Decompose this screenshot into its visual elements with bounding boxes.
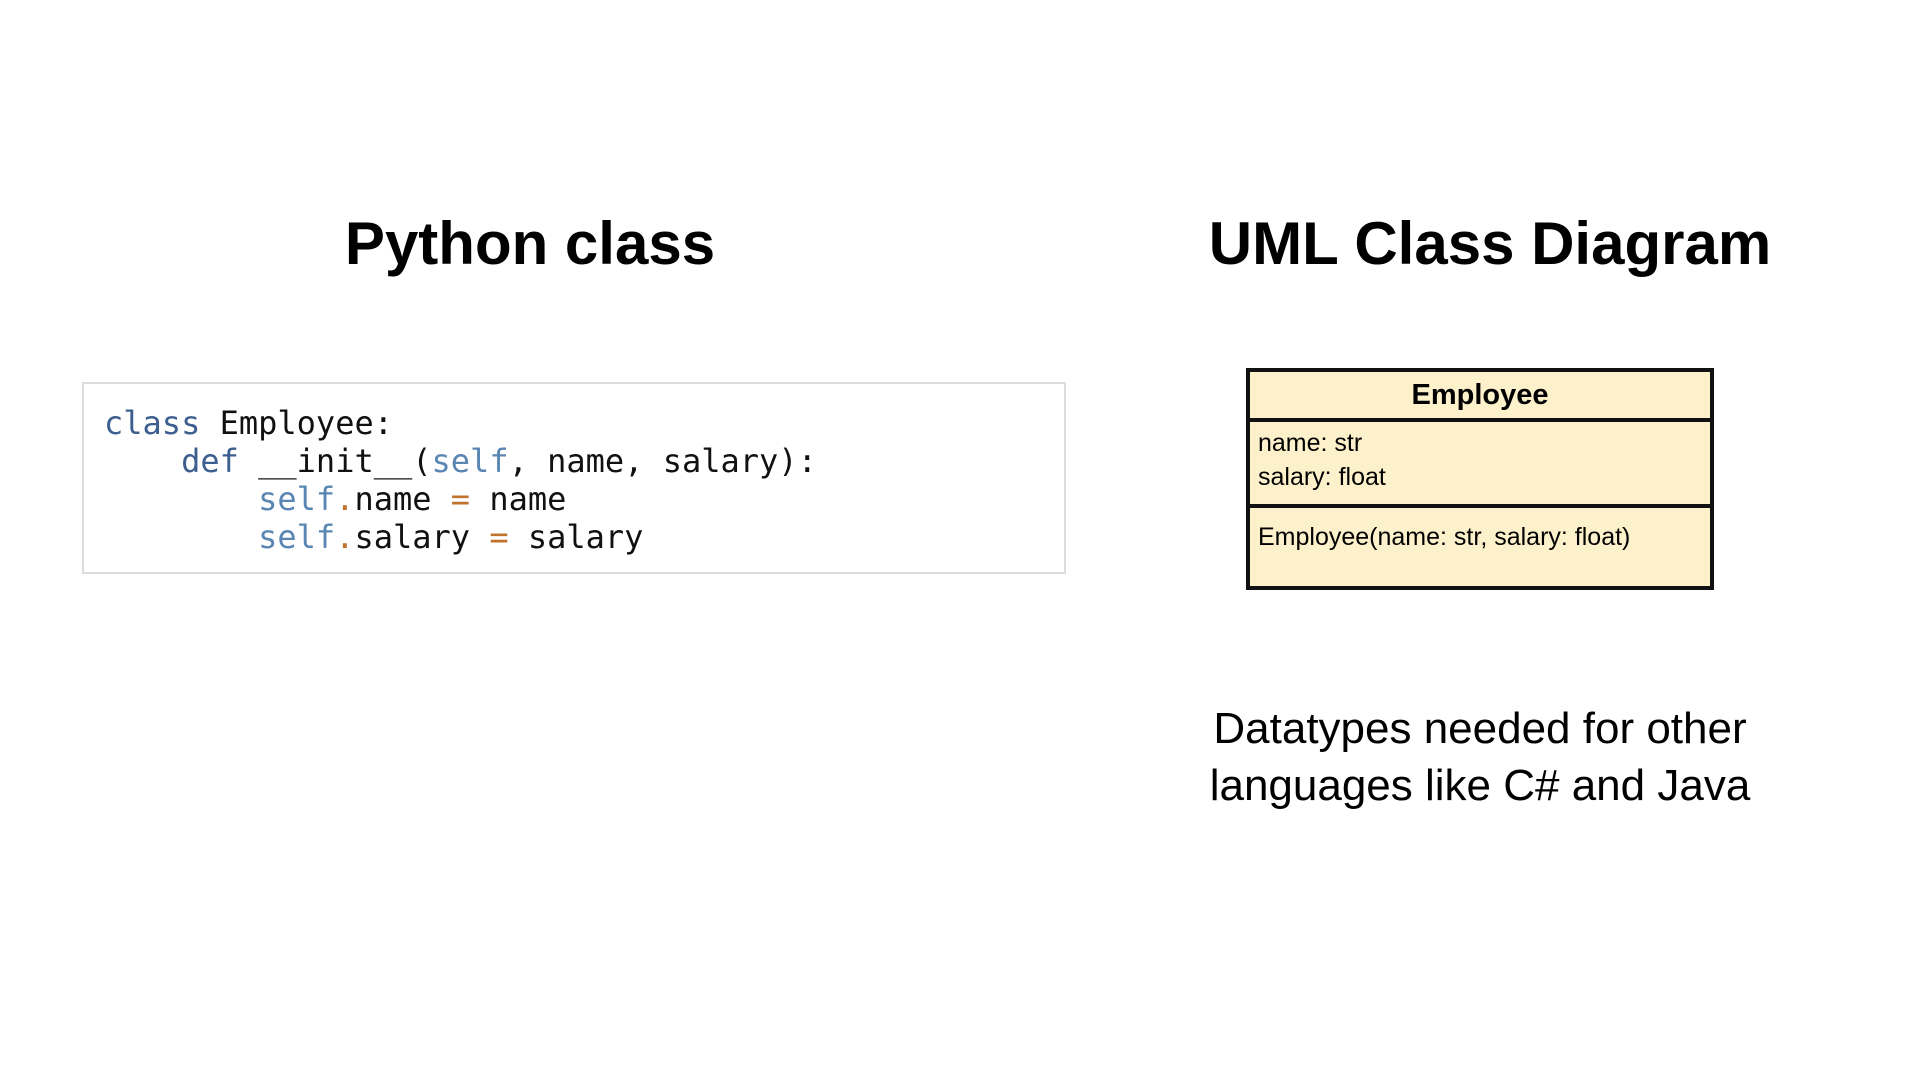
code-token: def [181,442,239,480]
code-token: Employee: [200,404,393,442]
code-token: = [450,480,471,518]
uml-class-box: Employee name: str salary: float Employe… [1246,368,1714,590]
code-token: class [104,404,201,442]
code-token [104,480,258,518]
code-token: salary [508,518,644,556]
code-token: __init__( [238,442,432,480]
code-token: self [431,442,509,480]
uml-class-name: Employee [1250,372,1710,422]
code-token: name [354,480,451,518]
datatypes-note: Datatypes needed for other languages lik… [1209,704,1751,810]
uml-operation: Employee(name: str, salary: float) [1258,523,1631,551]
code-token: salary [354,518,490,556]
uml-operations-compartment: Employee(name: str, salary: float) [1250,508,1710,554]
code-line: self.salary = salary [104,518,817,556]
code-token: . [335,518,355,556]
code-line: self.name = name [104,480,817,518]
code-token: name [470,480,567,518]
code-token: self [258,480,336,518]
code-token [104,518,258,556]
uml-diagram-heading: UML Class Diagram [1208,210,1772,277]
uml-attribute: name: str [1258,429,1363,457]
code-token [104,442,181,480]
uml-attributes-compartment: name: str salary: float [1250,422,1710,508]
python-class-heading: Python class [344,210,716,277]
code-token: , name, salary): [508,442,817,480]
code-block: class Employee: def __init__(self, name,… [82,382,1066,574]
code-line: def __init__(self, name, salary): [104,442,817,480]
code-token: . [335,480,355,518]
code-token: = [489,518,509,556]
uml-attribute: salary: float [1258,463,1386,491]
code-token: self [258,518,336,556]
code-line: class Employee: [104,404,817,442]
code-lines: class Employee: def __init__(self, name,… [104,404,817,556]
